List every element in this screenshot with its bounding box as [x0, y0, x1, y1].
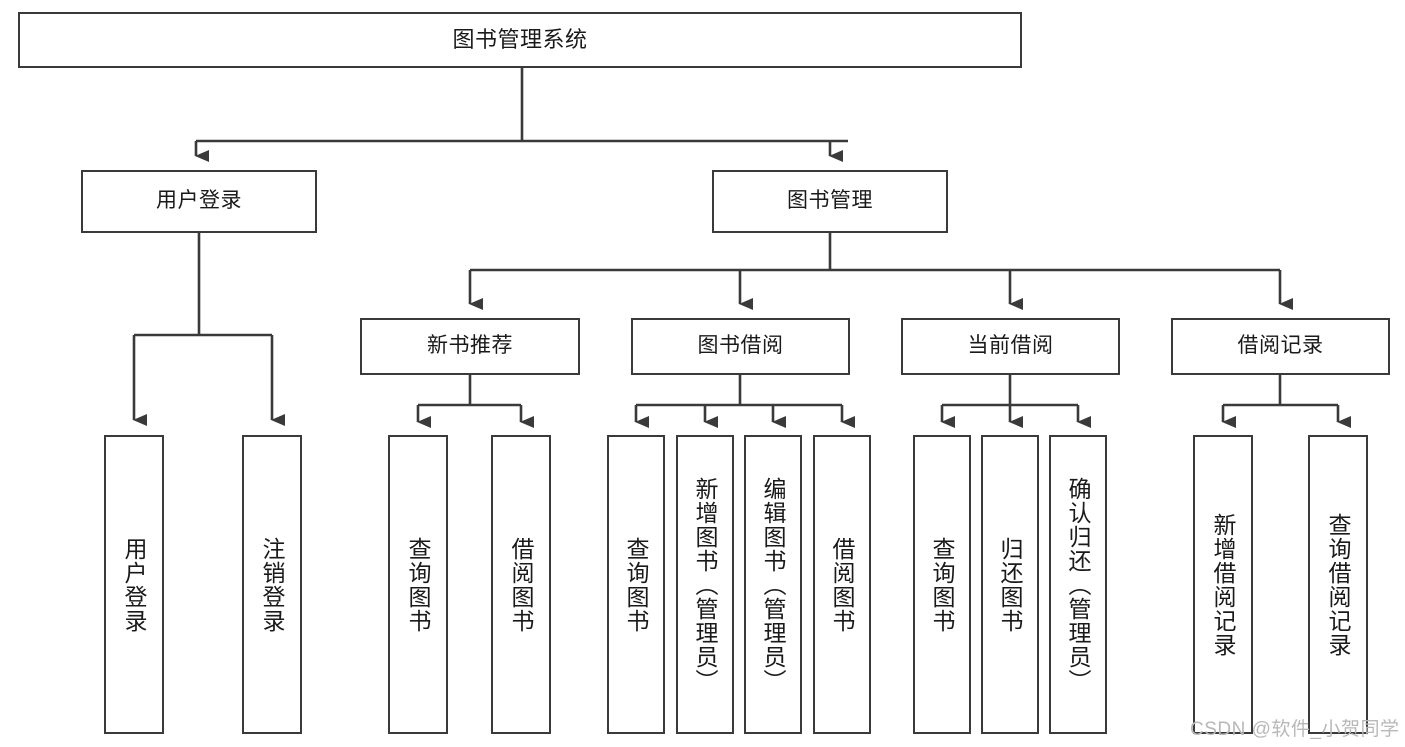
node-label: 确认归还（管理员） [1065, 476, 1092, 693]
leaf-book-borrow-add-book-admin[interactable]: 新增图书（管理员） [676, 435, 734, 734]
node-book-management[interactable]: 图书管理 [712, 170, 948, 233]
node-book-borrow[interactable]: 图书借阅 [631, 318, 850, 375]
leaf-new-book-query-book[interactable]: 查询图书 [388, 435, 448, 734]
node-root-book-management-system[interactable]: 图书管理系统 [18, 12, 1022, 68]
leaf-user-login-logout[interactable]: 注销登录 [242, 435, 302, 734]
leaf-book-borrow-edit-book-admin[interactable]: 编辑图书（管理员） [744, 435, 802, 734]
node-label: 查询图书 [405, 536, 432, 633]
node-new-book-recommend[interactable]: 新书推荐 [360, 318, 580, 375]
leaf-book-borrow-borrow-book[interactable]: 借阅图书 [813, 435, 871, 734]
node-label: 借阅图书 [829, 536, 856, 633]
node-label: 新增借阅记录 [1210, 512, 1237, 657]
node-label: 图书管理系统 [452, 27, 588, 53]
node-label: 用户登录 [121, 536, 148, 633]
leaf-current-borrow-query-book[interactable]: 查询图书 [913, 435, 971, 734]
node-label: 查询图书 [623, 536, 650, 633]
node-label: 编辑图书（管理员） [760, 476, 787, 693]
node-borrow-record[interactable]: 借阅记录 [1171, 318, 1390, 375]
node-current-borrow[interactable]: 当前借阅 [901, 318, 1120, 375]
node-user-login[interactable]: 用户登录 [81, 170, 317, 233]
leaf-user-login-login[interactable]: 用户登录 [104, 435, 164, 734]
node-label: 借阅记录 [1237, 334, 1324, 358]
leaf-borrow-record-query-record[interactable]: 查询借阅记录 [1308, 435, 1368, 734]
node-label: 图书管理 [787, 189, 873, 213]
node-label: 用户登录 [156, 189, 242, 213]
csdn-watermark: CSDN @软件_小贺同学 [1190, 719, 1400, 740]
leaf-new-book-borrow-book[interactable]: 借阅图书 [491, 435, 551, 734]
node-label: 图书借阅 [697, 334, 784, 358]
leaf-current-borrow-confirm-return-admin[interactable]: 确认归还（管理员） [1049, 435, 1107, 734]
node-label: 借阅图书 [508, 536, 535, 633]
node-label: 新增图书（管理员） [692, 476, 719, 693]
leaf-current-borrow-return-book[interactable]: 归还图书 [981, 435, 1039, 734]
leaf-book-borrow-query-book[interactable]: 查询图书 [607, 435, 665, 734]
leaf-borrow-record-add-record[interactable]: 新增借阅记录 [1193, 435, 1253, 734]
node-label: 注销登录 [259, 536, 286, 633]
node-label: 新书推荐 [427, 334, 513, 358]
node-label: 查询图书 [929, 536, 956, 633]
node-label: 查询借阅记录 [1325, 512, 1352, 657]
node-label: 当前借阅 [967, 334, 1054, 358]
node-label: 归还图书 [997, 536, 1024, 633]
